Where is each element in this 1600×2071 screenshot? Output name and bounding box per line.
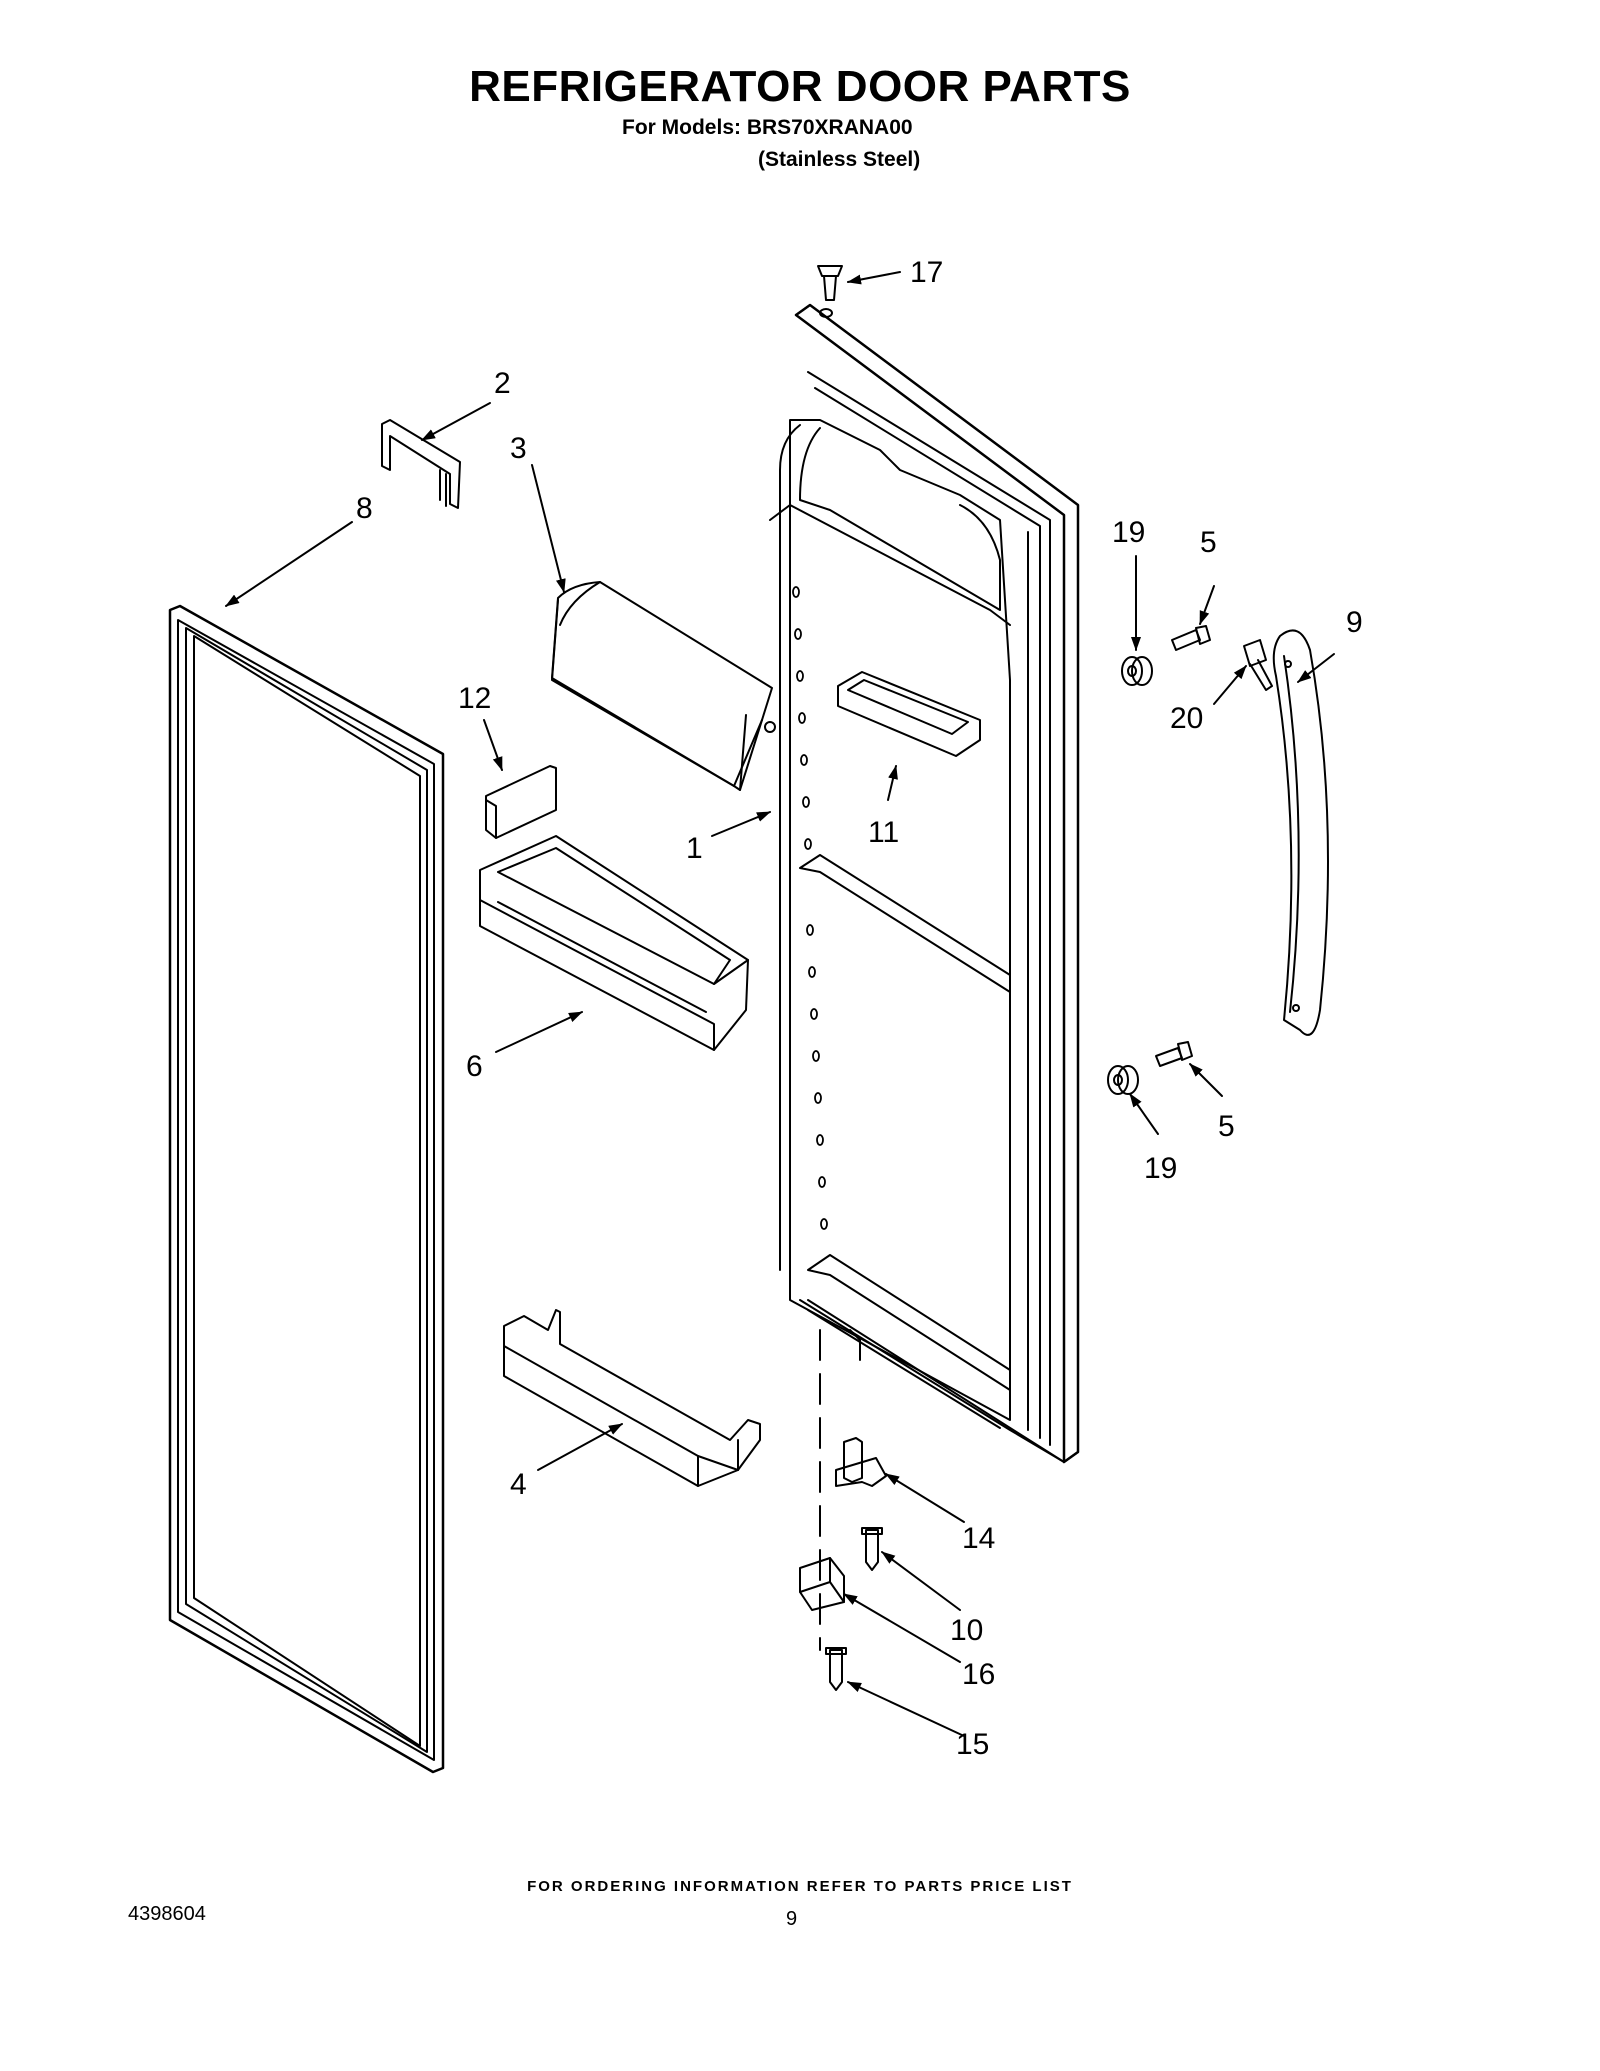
handle-screw-lower bbox=[1155, 1041, 1193, 1067]
door-liner-holes bbox=[792, 586, 828, 1230]
dairy-door bbox=[551, 581, 776, 791]
page-number: 9 bbox=[786, 1908, 798, 1930]
refrigerator-door bbox=[769, 303, 1080, 1464]
arrow-17 bbox=[847, 271, 901, 285]
callout-17: 17 bbox=[910, 256, 943, 289]
dairy-door-bracket bbox=[381, 419, 461, 509]
door-shelf-bar bbox=[503, 1309, 761, 1487]
door-gasket bbox=[168, 604, 445, 1774]
callout-12: 12 bbox=[458, 682, 491, 715]
bottom-hinge bbox=[835, 1437, 887, 1487]
arrow-19-lower bbox=[1129, 1093, 1159, 1135]
callout-4: 4 bbox=[510, 1468, 527, 1501]
arrow-20 bbox=[1213, 665, 1247, 705]
callout-5-lower: 5 bbox=[1218, 1110, 1235, 1143]
callout-10: 10 bbox=[950, 1614, 983, 1647]
arrow-12 bbox=[483, 719, 503, 771]
door-bin bbox=[479, 835, 749, 1051]
document-number: 4398604 bbox=[128, 1903, 206, 1925]
page-title: REFRIGERATOR DOOR PARTS bbox=[469, 62, 1131, 111]
callout-19-upper: 19 bbox=[1112, 516, 1145, 549]
door-handle bbox=[1272, 629, 1329, 1036]
handle-spacer-upper bbox=[1121, 656, 1153, 686]
callout-1: 1 bbox=[686, 832, 703, 865]
arrow-3 bbox=[531, 464, 566, 593]
handle-screw-upper bbox=[1171, 625, 1211, 651]
hinge-bracket bbox=[799, 1557, 845, 1611]
callout-9: 9 bbox=[1346, 606, 1363, 639]
callout-20: 20 bbox=[1170, 702, 1203, 735]
arrow-5-upper bbox=[1199, 585, 1215, 625]
callout-19-lower: 19 bbox=[1144, 1152, 1177, 1185]
models-line: For Models: BRS70XRANA00 bbox=[622, 116, 913, 139]
callout-16: 16 bbox=[962, 1658, 995, 1691]
callout-labels: 17 2 3 8 19 5 9 20 12 1 11 6 5 19 4 14 1… bbox=[356, 256, 1363, 1761]
arrow-2 bbox=[421, 402, 491, 441]
callout-2: 2 bbox=[494, 367, 511, 400]
leader-arrows bbox=[225, 271, 1335, 1737]
callout-8: 8 bbox=[356, 492, 373, 525]
arrow-9 bbox=[1297, 653, 1335, 683]
arrow-1 bbox=[711, 811, 771, 837]
finish-line: (Stainless Steel) bbox=[758, 148, 921, 171]
arrow-11 bbox=[887, 765, 898, 801]
arrow-4 bbox=[537, 1423, 623, 1471]
callout-5-upper: 5 bbox=[1200, 526, 1217, 559]
arrow-6 bbox=[495, 1011, 583, 1053]
bottom-screw bbox=[825, 1647, 847, 1691]
arrow-15 bbox=[847, 1681, 965, 1737]
ordering-note: FOR ORDERING INFORMATION REFER TO PARTS … bbox=[527, 1878, 1073, 1895]
dispenser-cup bbox=[837, 671, 981, 757]
arrow-16 bbox=[843, 1593, 961, 1663]
handle-screw-stud bbox=[1243, 639, 1273, 691]
arrow-8 bbox=[225, 521, 353, 607]
callout-15: 15 bbox=[956, 1728, 989, 1761]
callout-6: 6 bbox=[466, 1050, 483, 1083]
hinge-screw bbox=[861, 1527, 883, 1571]
handle-spacer-lower bbox=[1107, 1065, 1139, 1095]
arrow-14 bbox=[885, 1473, 965, 1523]
arrow-10 bbox=[881, 1551, 961, 1611]
top-hinge-bushing bbox=[817, 265, 843, 301]
callout-14: 14 bbox=[962, 1522, 995, 1555]
callout-3: 3 bbox=[510, 432, 527, 465]
bin-clip bbox=[485, 765, 557, 839]
callout-11: 11 bbox=[868, 816, 899, 849]
arrow-5-lower bbox=[1189, 1063, 1223, 1097]
